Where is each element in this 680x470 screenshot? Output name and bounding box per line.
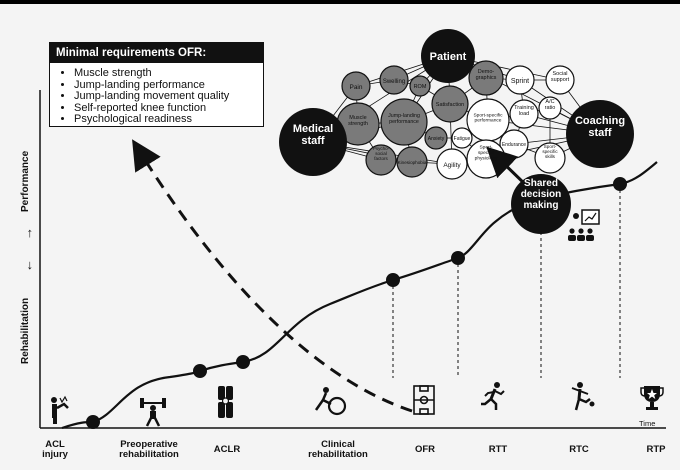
milestone-dot-aclr [236, 355, 250, 369]
label-fatigue: Fatigue [454, 136, 471, 142]
down-arrow-icon: ← [20, 259, 35, 272]
label-pain: Pain [349, 84, 362, 91]
node-agility [436, 148, 468, 180]
requirement-item: Jump-landing movement quality [74, 91, 263, 103]
label-kinesiophobia: Kinesiophobia [398, 160, 427, 165]
label-rom: ROM [414, 84, 427, 90]
node-sport-skills [534, 142, 566, 174]
requirement-item: Jump-landing performance [74, 79, 263, 92]
injured-knee-icon [51, 395, 69, 424]
label-sprint: Sprint [511, 78, 529, 85]
stakeholder-nodes [279, 29, 634, 176]
stage-label-rtt: RTT [488, 444, 508, 455]
label-satisfaction: Satisfaction [436, 102, 464, 108]
node-rom [409, 75, 431, 97]
node-patient [421, 29, 475, 83]
x-axis-time-label: Time [639, 419, 655, 428]
stage-label-rtp: RTP [646, 444, 666, 455]
presentation-icon [568, 209, 600, 241]
label-anxiety: Anxiety [428, 136, 445, 142]
node-training-load [509, 99, 539, 129]
stage-label-ofr: OFR [414, 444, 436, 455]
trophy-icon [640, 386, 664, 410]
node-sprint [505, 65, 535, 95]
milestone-dot-rtc [613, 177, 627, 191]
milestone-dot-rtt [451, 251, 465, 265]
label-endurance: Endurance [502, 142, 526, 148]
requirements-list: Muscle strength Jump-landing performance… [50, 67, 263, 126]
knee-reconstruction-icon [218, 386, 233, 418]
node-satisfaction [431, 85, 469, 123]
node-ac-ratio [538, 96, 562, 120]
label-agility: Agility [443, 162, 461, 169]
requirements-title: Minimal requirements OFR: [50, 43, 263, 63]
node-social-support [545, 65, 575, 95]
requirement-item: Psychological readiness [74, 114, 263, 126]
milestone-dot-preop [193, 364, 207, 378]
node-kinesiophobia [396, 146, 428, 178]
node-jump-landing [380, 98, 428, 146]
node-medical-staff [279, 108, 347, 176]
y-axis-performance-label: Performance [20, 150, 31, 212]
runner-icon [481, 382, 505, 410]
milestone-dot-ofr [386, 273, 400, 287]
up-arrow-icon: → [20, 227, 35, 240]
requirement-item: Self-reported knee function [74, 102, 263, 115]
ball-exercise-icon [314, 387, 347, 416]
stage-label-rtc: RTC [569, 444, 589, 455]
node-anxiety [424, 126, 448, 150]
stage-guide-lines [392, 184, 621, 378]
node-psychosocial [365, 144, 397, 176]
node-demographics [468, 60, 504, 96]
requirement-item: Muscle strength [74, 67, 263, 80]
stage-label-aclr: ACLR [213, 444, 241, 455]
node-coaching-staff [566, 100, 634, 168]
y-axis-rehabilitation-label: Rehabilitation [20, 297, 31, 364]
node-pain [341, 71, 371, 101]
node-swelling [379, 65, 409, 95]
weightlifting-icon [140, 398, 166, 427]
milestone-dot-injury [86, 415, 100, 429]
requirements-box: Minimal requirements OFR: Muscle strengt… [49, 42, 264, 127]
performance-trend-arrow [132, 139, 413, 413]
label-patient: Patient [430, 51, 467, 63]
label-swelling: Swelling [383, 79, 405, 85]
label-demographics: Demo-graphics [476, 69, 497, 81]
node-shared-decision [511, 174, 571, 234]
milestone-dots [86, 177, 627, 429]
dark-factor-nodes [336, 60, 504, 178]
kicker-icon [571, 382, 595, 411]
node-fatigue [451, 127, 473, 149]
field-icon [413, 385, 435, 415]
